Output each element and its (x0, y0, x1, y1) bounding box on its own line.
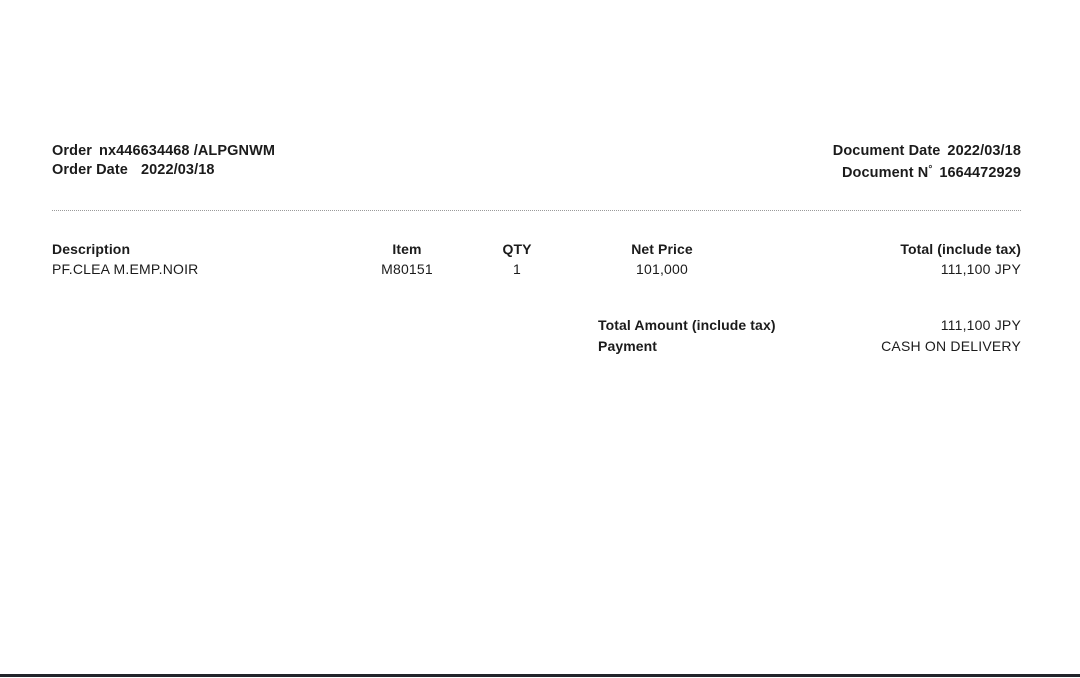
header-divider (52, 210, 1021, 211)
document-date-row: Document Date 2022/03/18 (833, 142, 1021, 161)
order-value: nx446634468 /ALPGNWM (99, 143, 276, 159)
document-number-value: 1664472929 (939, 164, 1021, 181)
cell-item: M80151 (381, 261, 433, 277)
column-header-qty: QTY (502, 241, 532, 257)
total-amount-row: Total Amount (include tax) 111,100 JPY (598, 315, 1021, 336)
cell-total: 111,100 JPY (940, 261, 1021, 277)
order-label: Order (52, 143, 92, 159)
column-header-item: Item (392, 241, 422, 257)
page-bottom-rule (0, 674, 1080, 677)
payment-value: CASH ON DELIVERY (881, 338, 1021, 354)
totals-block: Total Amount (include tax) 111,100 JPY P… (598, 315, 1021, 357)
order-row: Order nx446634468 /ALPGNWM (52, 142, 275, 161)
column-header-description: Description (52, 241, 131, 257)
column-header-total: Total (include tax) (900, 241, 1021, 257)
cell-description: PF.CLEA M.EMP.NOIR (52, 261, 199, 277)
document-number-label: Document N (841, 164, 929, 181)
order-date-row: Order Date 2022/03/18 (52, 161, 275, 180)
total-amount-value: 111,100 JPY (940, 317, 1021, 333)
cell-qty: 1 (513, 261, 521, 277)
order-date-label: Order Date (52, 161, 128, 178)
document-header: Order nx446634468 /ALPGNWM Order Date 2022… (52, 142, 1021, 182)
table-row: PF.CLEA M.EMP.NOIR M80151 1 101,000 111,… (52, 259, 1021, 279)
header-right-column: Document Date 2022/03/18 Document N° 16644… (833, 142, 1021, 182)
degree-symbol-icon: ° (928, 163, 933, 175)
header-left-column: Order nx446634468 /ALPGNWM Order Date 2022… (52, 142, 275, 179)
payment-row: Payment CASH ON DELIVERY (598, 336, 1021, 357)
document-number-row: Document N° 1664472929 (833, 161, 1021, 183)
column-header-net-price: Net Price (631, 241, 693, 257)
payment-label: Payment (598, 338, 658, 354)
line-items-table: Description Item QTY Net Price Total (in… (52, 239, 1021, 279)
order-date-value: 2022/03/18 (140, 161, 215, 178)
cell-net-price: 101,000 (635, 261, 688, 277)
total-amount-label: Total Amount (include tax) (598, 317, 776, 333)
document-date-value: 2022/03/18 (947, 143, 1021, 159)
document-date-label: Document Date (832, 143, 941, 159)
table-header-row: Description Item QTY Net Price Total (in… (52, 239, 1021, 259)
